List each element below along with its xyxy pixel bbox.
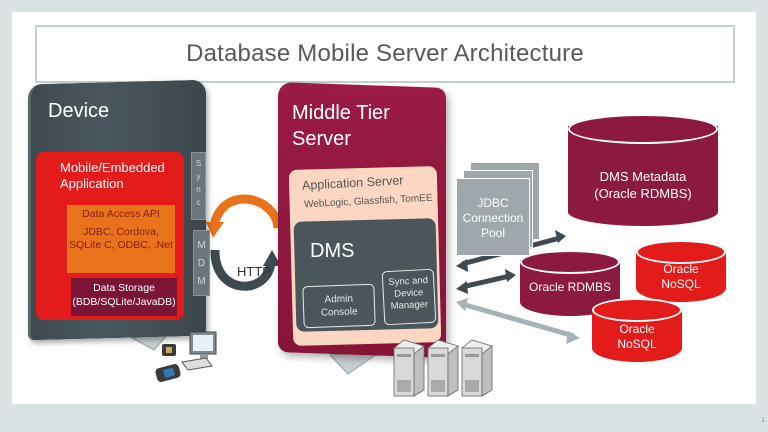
arrow-dms-nosql xyxy=(456,298,580,344)
dal-line2: SQLite C, ODBC, .Net xyxy=(69,239,173,251)
oracle-nosql-label-1: Oracle NoSQL xyxy=(636,262,726,292)
data-storage-text: Data Storage (BDB/SQLite/JavaDB) xyxy=(71,281,177,309)
dal-line1: JDBC, Cordova, xyxy=(83,226,159,238)
sdm-line3: Manager xyxy=(390,299,429,312)
storage-line1: Data Storage xyxy=(93,282,155,294)
device-title: Device xyxy=(48,100,110,122)
server-racks-icon xyxy=(393,339,493,397)
slide-number: 1 xyxy=(761,417,765,424)
mt-title-line1: Middle Tier xyxy=(292,102,390,124)
data-access-api-box xyxy=(67,205,175,273)
cylinder-top xyxy=(568,114,718,144)
server-rack xyxy=(461,339,493,397)
server-rack xyxy=(427,339,459,397)
cylinder-top xyxy=(636,240,726,264)
sync-tab: S y n c xyxy=(191,152,206,220)
oracle-nosql-db-2 xyxy=(592,298,682,362)
oracle-rdbms-label: Oracle RDMBS xyxy=(528,280,611,294)
data-access-api-text: Data Access API JDBC, Cordova, SQLite C,… xyxy=(67,208,175,252)
nosql1-line1: Oracle xyxy=(663,262,699,276)
metadata-line2: (Oracle RDMBS) xyxy=(594,186,692,201)
admin-console-box: Admin Console xyxy=(302,283,376,329)
cylinder-top xyxy=(520,250,620,274)
nosql2-line1: Oracle xyxy=(619,322,655,336)
metadata-line1: DMS Metadata xyxy=(599,169,687,184)
jdbc-pool-text: JDBC Connection Pool xyxy=(456,196,530,241)
jdbc-line3: Pool xyxy=(480,226,506,240)
server-rack xyxy=(393,339,425,397)
jdbc-line1: JDBC xyxy=(477,196,509,210)
dal-title: Data Access API xyxy=(82,208,160,220)
mdm-letter: M xyxy=(197,276,206,287)
sync-letter: S xyxy=(195,159,202,168)
dms-metadata-label: DMS Metadata (Oracle RDMBS) xyxy=(568,168,718,202)
sync-cycle-arrows-icon xyxy=(206,194,283,291)
oracle-nosql-label-2: Oracle NoSQL xyxy=(592,322,682,352)
admin-line2: Console xyxy=(320,306,358,319)
sync-letter: n xyxy=(196,185,201,194)
oracle-rdbms-db xyxy=(520,250,620,316)
jdbc-line2: Connection xyxy=(462,211,524,225)
sync-letter: y xyxy=(196,172,201,181)
sync-device-manager-box: Sync and Device Manager xyxy=(381,268,437,326)
jdbc-pool-box xyxy=(456,178,530,256)
mdm-tab: M D M xyxy=(193,230,210,296)
nosql1-line2: NoSQL xyxy=(661,277,701,291)
app-label-line1: Mobile/Embedded xyxy=(60,160,165,175)
slide-title: Database Mobile Server Architecture xyxy=(186,40,584,67)
sync-letter: c xyxy=(196,198,201,207)
mobile-app-label: Mobile/Embedded Application xyxy=(60,160,165,192)
mdm-letter: D xyxy=(197,258,206,269)
mt-title-line2: Server xyxy=(292,128,351,150)
middle-tier-title: Middle Tier Server xyxy=(292,100,390,152)
http-label: HTTP xyxy=(237,264,271,279)
devices-icon xyxy=(155,331,217,382)
title-box: Database Mobile Server Architecture xyxy=(35,25,735,83)
arrow-dms-rdbms xyxy=(456,269,516,294)
storage-line2: (BDB/SQLite/JavaDB) xyxy=(72,296,176,308)
nosql2-line2: NoSQL xyxy=(617,337,657,351)
dms-title: DMS xyxy=(310,240,355,262)
app-label-line2: Application xyxy=(60,176,124,191)
data-storage-box xyxy=(71,278,177,316)
dms-metadata-db xyxy=(568,114,718,226)
cylinder-top xyxy=(592,298,682,322)
oracle-nosql-db-1 xyxy=(636,240,726,302)
mdm-letter: M xyxy=(197,240,206,251)
